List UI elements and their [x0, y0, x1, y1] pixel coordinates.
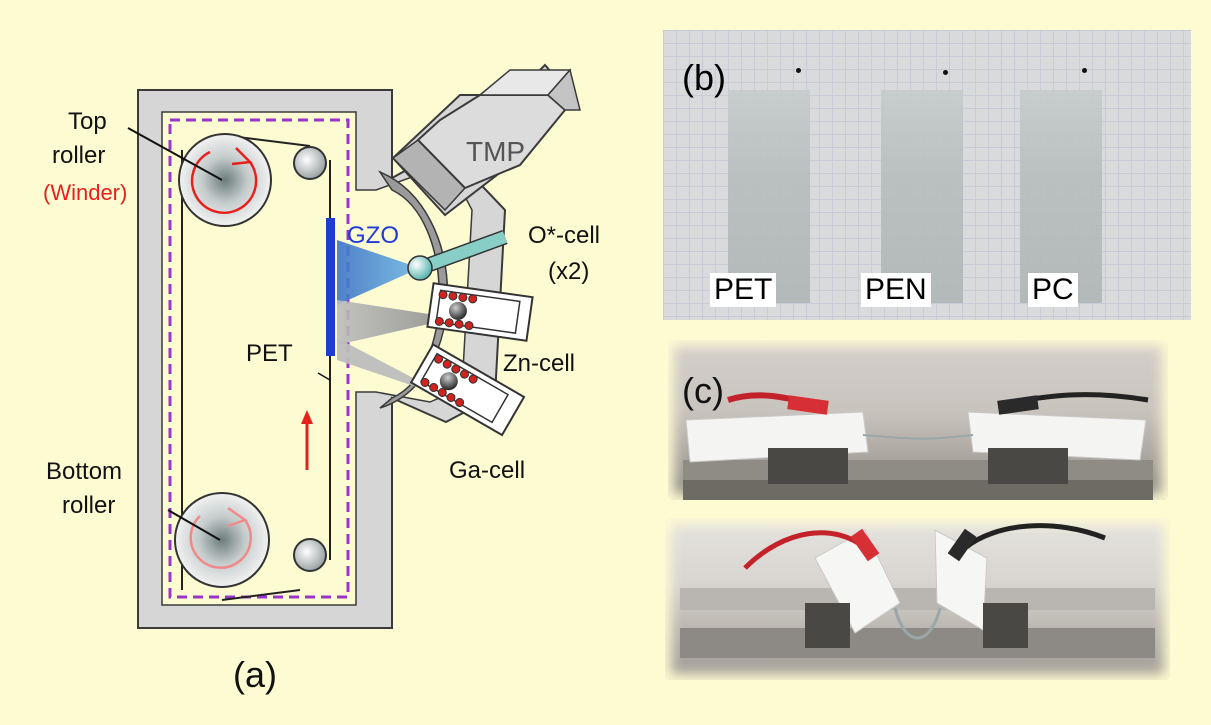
bending-test-photo-bent	[665, 518, 1170, 680]
film-direction-arrow	[301, 410, 313, 470]
gzo-label: GZO	[347, 222, 399, 249]
o-plume	[337, 240, 420, 305]
sample-strip-pen	[881, 90, 963, 303]
zn-cell-label: Zn-cell	[503, 350, 576, 377]
zn-plume	[337, 300, 455, 345]
top-roller-label-line2: roller	[52, 142, 106, 169]
ga-cell-source	[409, 343, 526, 437]
zn-cell-source	[426, 282, 534, 342]
bottom-roller-label-line2: roller	[62, 492, 116, 519]
o-cell-source	[407, 229, 508, 281]
gzo-layer	[326, 218, 335, 356]
bottom-roller	[174, 492, 270, 588]
panel-a-letter: (a)	[233, 654, 277, 695]
bending-test-photo-flat: (c)	[668, 340, 1168, 500]
tmp-pump	[391, 63, 581, 217]
tmp-label: TMP	[466, 136, 526, 167]
sample-strip-pet	[728, 90, 810, 303]
bottom-roller-label-line1: Bottom	[46, 458, 123, 485]
pet-label: PET	[246, 340, 293, 367]
sample-label-pen: PEN	[861, 273, 931, 307]
winder-label: (Winder)	[43, 180, 128, 205]
o-cell-count-label: (x2)	[548, 258, 590, 285]
marker-dot	[1082, 68, 1087, 73]
film-samples-photo: PET PEN PC (b)	[663, 30, 1191, 320]
bending-rig-bent	[680, 523, 1155, 658]
sample-strip-pc	[1020, 90, 1102, 303]
marker-dot	[796, 68, 801, 73]
bending-rig-flat	[683, 392, 1153, 500]
sample-label-pc: PC	[1028, 273, 1078, 307]
guide-roller-bottom	[293, 538, 327, 572]
guide-roller-top	[293, 146, 327, 180]
deposition-chamber-diagram	[127, 63, 581, 629]
marker-dot	[943, 70, 948, 75]
source-flange	[377, 170, 449, 409]
top-roller-label-line1: Top	[68, 108, 107, 135]
panel-b-letter: (b)	[682, 57, 726, 98]
sample-label-pet: PET	[710, 273, 777, 307]
o-cell-label: O*-cell	[528, 222, 601, 249]
top-roller	[178, 133, 272, 227]
panel-c-letter: (c)	[682, 370, 724, 411]
ga-cell-label: Ga-cell	[449, 457, 526, 484]
